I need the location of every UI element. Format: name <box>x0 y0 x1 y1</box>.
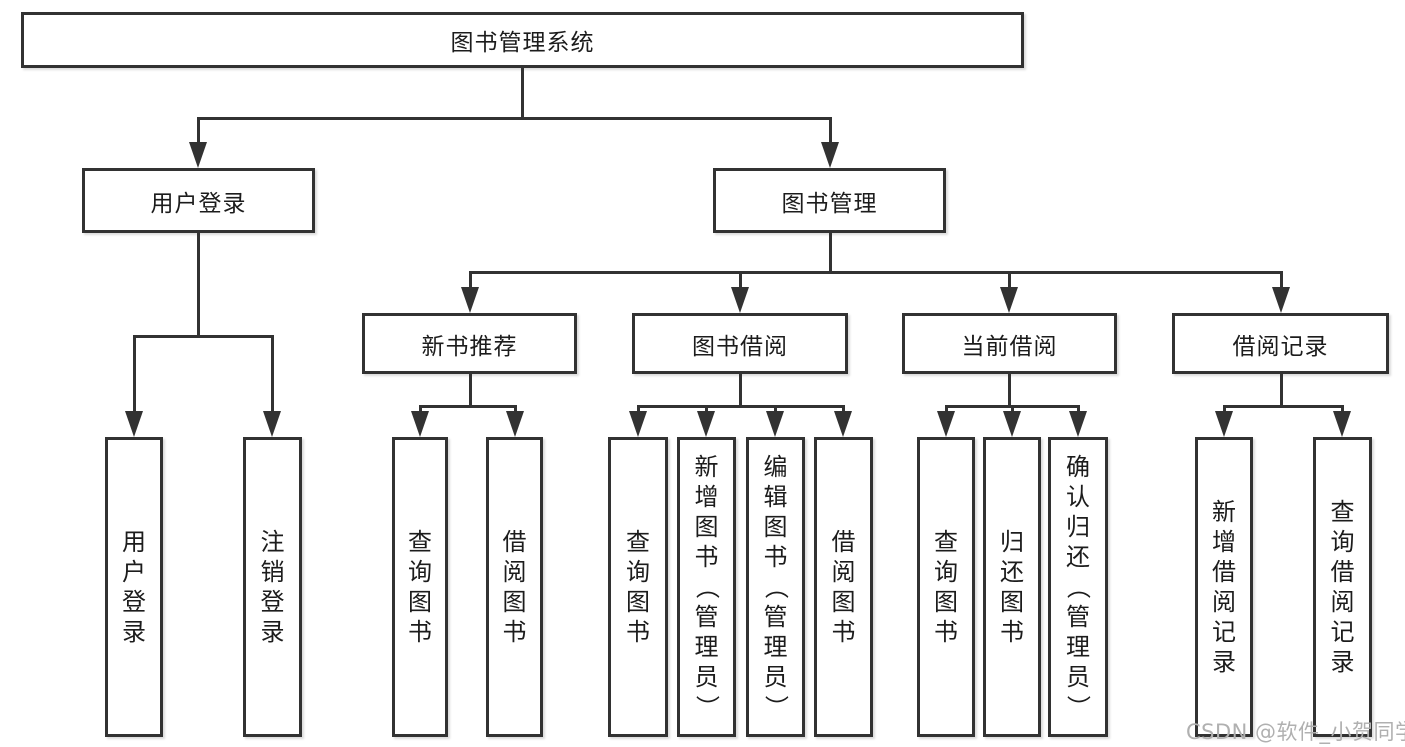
node-root-label: 图书管理系统 <box>450 30 595 56</box>
connector-stem <box>1223 405 1226 415</box>
arrowhead-icon <box>263 411 281 437</box>
leaf-user-login: 用户登录 <box>105 437 163 737</box>
connector-stem <box>637 405 640 415</box>
node-new-book-recommend-label: 新书推荐 <box>421 333 518 360</box>
connector-book-management-vertical <box>829 233 832 273</box>
connector-records-vertical <box>1280 374 1283 407</box>
leaf-edit-book-admin-label: 编辑图书（管理员） <box>761 453 790 719</box>
leaf-logout: 注销登录 <box>243 437 302 737</box>
arrowhead-icon <box>1333 411 1351 437</box>
node-user-login-label: 用户登录 <box>150 190 247 217</box>
node-user-login: 用户登录 <box>82 168 315 233</box>
leaf-return-books-label: 归还图书 <box>1000 528 1024 646</box>
arrowhead-icon <box>834 411 852 437</box>
node-current-borrow-label: 当前借阅 <box>961 333 1058 360</box>
connector-stem <box>1341 405 1344 415</box>
node-current-borrow: 当前借阅 <box>902 313 1117 374</box>
csdn-watermark: CSDN @软件_小贺同学 <box>1186 720 1405 744</box>
leaf-query-books-borrow: 查询图书 <box>608 437 668 737</box>
node-book-borrow-label: 图书借阅 <box>692 333 788 360</box>
connector-stem <box>705 405 708 415</box>
connector-stem-book-management <box>829 117 832 145</box>
connector-stem-book-borrow <box>739 271 742 289</box>
connector-borrow-horizontal <box>637 405 845 408</box>
connector-stem-current-borrow <box>1008 271 1011 289</box>
arrowhead-icon <box>1069 411 1087 437</box>
leaf-return-books: 归还图书 <box>983 437 1041 737</box>
connector-recommend-vertical <box>469 374 472 407</box>
leaf-add-borrow-record-label: 新增借阅记录 <box>1212 498 1236 676</box>
leaf-query-borrow-record-label: 查询借阅记录 <box>1330 498 1355 676</box>
arrowhead-icon <box>506 411 524 437</box>
connector-borrow-vertical <box>739 374 742 407</box>
arrowhead-icon <box>697 411 715 437</box>
arrowhead-icon <box>1003 411 1021 437</box>
arrowhead-icon <box>731 287 749 313</box>
connector-stem-leaf-user-login <box>133 335 136 413</box>
leaf-logout-label: 注销登录 <box>260 528 285 646</box>
leaf-confirm-return-admin: 确认归还（管理员） <box>1048 437 1108 737</box>
arrowhead-icon <box>411 411 429 437</box>
leaf-query-books-current: 查询图书 <box>917 437 975 737</box>
leaf-borrow-books: 借阅图书 <box>814 437 873 737</box>
connector-stem <box>1011 405 1014 415</box>
node-borrow-records-label: 借阅记录 <box>1232 333 1329 360</box>
leaf-edit-book-admin: 编辑图书（管理员） <box>746 437 805 737</box>
node-book-management: 图书管理 <box>713 168 946 233</box>
leaf-borrow-books-label: 借阅图书 <box>831 528 856 646</box>
arrowhead-icon <box>461 287 479 313</box>
connector-recommend-horizontal <box>419 405 517 408</box>
node-new-book-recommend: 新书推荐 <box>362 313 577 374</box>
connector-user-login-horizontal <box>133 335 274 338</box>
arrowhead-icon <box>189 142 207 168</box>
connector-stem <box>514 405 517 415</box>
arrowhead-icon <box>1000 287 1018 313</box>
connector-records-horizontal <box>1223 405 1344 408</box>
connector-book-management-horizontal <box>469 271 1283 274</box>
leaf-query-books-current-label: 查询图书 <box>934 528 958 646</box>
node-root: 图书管理系统 <box>21 12 1024 68</box>
leaf-query-books-recommend: 查询图书 <box>392 437 448 737</box>
connector-stem-user-login <box>197 117 200 145</box>
connector-current-vertical <box>1008 374 1011 407</box>
leaf-add-book-admin: 新增图书（管理员） <box>677 437 736 737</box>
arrowhead-icon <box>1215 411 1233 437</box>
leaf-query-books-borrow-label: 查询图书 <box>626 528 650 646</box>
leaf-add-borrow-record: 新增借阅记录 <box>1195 437 1253 737</box>
arrowhead-icon <box>629 411 647 437</box>
leaf-query-borrow-record: 查询借阅记录 <box>1313 437 1372 737</box>
connector-stem <box>1077 405 1080 415</box>
arrowhead-icon <box>937 411 955 437</box>
node-borrow-records: 借阅记录 <box>1172 313 1389 374</box>
connector-stem-leaf-logout <box>271 335 274 413</box>
connector-root-vertical <box>521 68 524 118</box>
arrowhead-icon <box>766 411 784 437</box>
connector-stem <box>945 405 948 415</box>
arrowhead-icon <box>125 411 143 437</box>
connector-stem-borrow-records <box>1280 271 1283 289</box>
connector-user-login-vertical <box>197 233 200 337</box>
connector-root-horizontal <box>197 117 832 120</box>
connector-stem-new-book-recommend <box>469 271 472 289</box>
arrowhead-icon <box>821 142 839 168</box>
leaf-borrow-books-recommend: 借阅图书 <box>486 437 543 737</box>
connector-stem <box>842 405 845 415</box>
leaf-borrow-books-recommend-label: 借阅图书 <box>502 528 527 646</box>
connector-stem <box>774 405 777 415</box>
node-book-management-label: 图书管理 <box>781 190 878 217</box>
connector-stem <box>419 405 422 415</box>
arrowhead-icon <box>1272 287 1290 313</box>
node-book-borrow: 图书借阅 <box>632 313 848 374</box>
leaf-user-login-label: 用户登录 <box>122 528 146 646</box>
leaf-add-book-admin-label: 新增图书（管理员） <box>692 453 721 719</box>
leaf-query-books-recommend-label: 查询图书 <box>408 528 432 646</box>
leaf-confirm-return-admin-label: 确认归还（管理员） <box>1064 453 1092 719</box>
